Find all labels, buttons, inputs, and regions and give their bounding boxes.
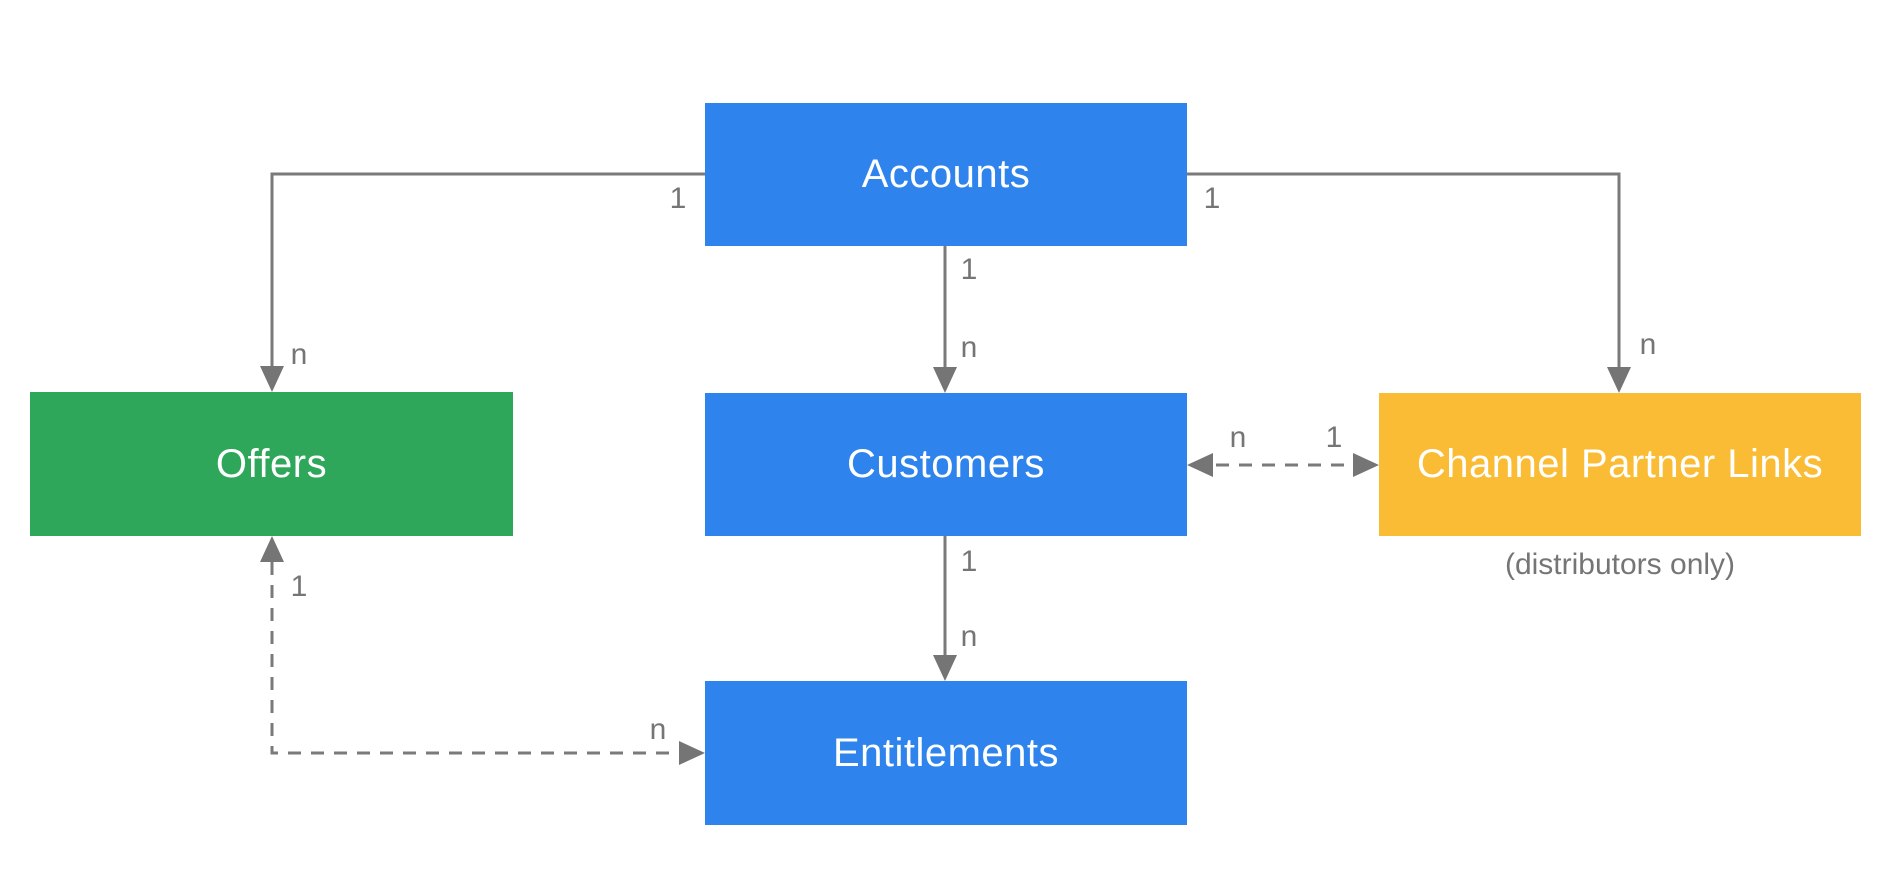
- arrowhead-down-offers: [260, 366, 284, 392]
- cardinality-accounts-cpl-1: 1: [1203, 182, 1221, 215]
- node-channel-partner-links-label: Channel Partner Links: [1416, 442, 1824, 486]
- cardinality-customers-cpl-1: 1: [1325, 421, 1343, 454]
- arrowhead-down-entitlements: [933, 655, 957, 681]
- node-customers-label: Customers: [847, 442, 1045, 486]
- cardinality-customers-entitlements-n: n: [960, 620, 978, 653]
- edge-accounts-cpl: [1187, 172, 1631, 393]
- edge-accounts-offers: [260, 172, 705, 392]
- node-offers: Offers: [30, 392, 513, 536]
- arrowhead-up-offers: [260, 536, 284, 562]
- cardinality-accounts-cpl-n: n: [1639, 328, 1657, 361]
- cardinality-accounts-offers-n: n: [290, 338, 308, 371]
- edge-customers-entitlements: [933, 536, 957, 681]
- cardinality-offers-entitlements-1: 1: [290, 570, 308, 603]
- cardinality-offers-entitlements-n: n: [649, 713, 667, 746]
- edge-accounts-customers: [933, 246, 957, 393]
- arrowhead-right-entitlements: [679, 741, 705, 765]
- edge-customers-cpl: [1187, 453, 1379, 477]
- node-accounts: Accounts: [705, 103, 1187, 246]
- node-entitlements: Entitlements: [705, 681, 1187, 825]
- node-offers-label: Offers: [215, 441, 328, 486]
- arrowhead-down-cpl: [1607, 367, 1631, 393]
- cardinality-accounts-customers-1: 1: [960, 253, 978, 286]
- arrowhead-right-cpl: [1353, 453, 1379, 477]
- cardinality-customers-entitlements-1: 1: [960, 545, 978, 578]
- node-accounts-label: Accounts: [861, 152, 1031, 196]
- node-entitlements-label: Entitlements: [832, 730, 1060, 775]
- cardinality-accounts-offers-1: 1: [669, 182, 687, 215]
- cardinality-accounts-customers-n: n: [960, 331, 978, 364]
- edge-offers-entitlements: [260, 536, 705, 765]
- arrowhead-down-customers: [933, 367, 957, 393]
- note-distributors-only: (distributors only): [1504, 548, 1736, 581]
- cardinality-customers-cpl-n: n: [1229, 421, 1247, 454]
- node-customers: Customers: [705, 393, 1187, 536]
- arrowhead-left-customers: [1187, 453, 1213, 477]
- node-channel-partner-links: Channel Partner Links: [1379, 393, 1861, 536]
